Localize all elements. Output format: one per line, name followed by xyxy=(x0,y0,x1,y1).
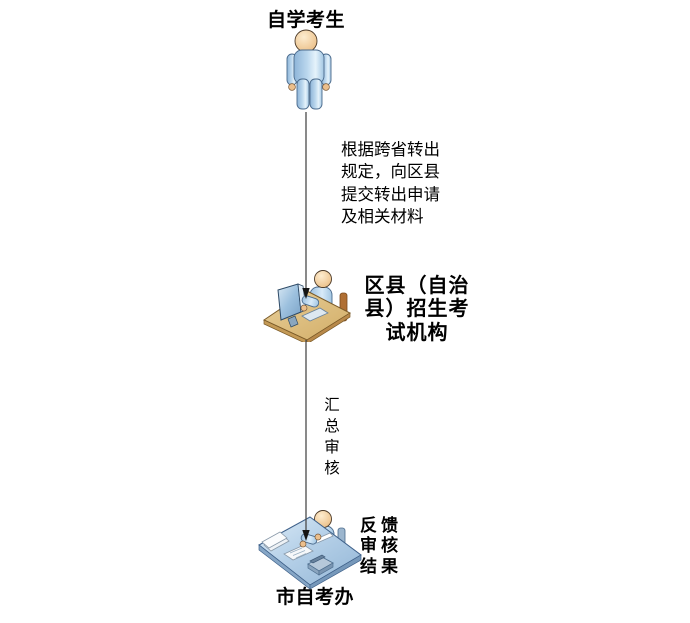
feedback-annotation: 反馈 审核 结果 xyxy=(360,516,402,577)
text-line: 总 xyxy=(324,418,340,435)
text-line: 汇 xyxy=(324,397,340,414)
monitor-stand xyxy=(287,315,299,328)
person-torso xyxy=(293,49,325,85)
keyboard-icon xyxy=(301,307,329,322)
examinee-label: 自学考生 xyxy=(267,10,346,31)
text-line: 及相关材料 xyxy=(341,206,424,226)
desk-edge xyxy=(309,554,362,590)
person-head xyxy=(314,270,332,288)
desk-edge xyxy=(306,312,351,342)
text-line: 审核 xyxy=(360,536,402,556)
person-hand xyxy=(299,540,307,548)
notepad-icon xyxy=(283,544,314,561)
text-line: 反馈 xyxy=(360,516,402,535)
text-line: 规定，向区县 xyxy=(341,162,440,182)
notepad-lines xyxy=(289,547,307,559)
text-line: 审 xyxy=(324,439,340,456)
person-hand xyxy=(322,83,330,91)
telephone-side xyxy=(318,562,334,576)
person-leg xyxy=(309,78,323,110)
standing-person-icon xyxy=(286,29,332,110)
text-line: 根据跨省转出 xyxy=(341,140,440,159)
person-hand xyxy=(288,83,296,91)
city-office-label: 市自考办 xyxy=(276,587,355,608)
desk-edge xyxy=(263,319,308,342)
district-office-label: 区县（自治 县）招生考 试机构 xyxy=(360,275,474,345)
text-line: 核 xyxy=(324,460,340,477)
person-head xyxy=(294,29,318,53)
text-line: 区县（自治 xyxy=(364,275,470,297)
text-line: 试机构 xyxy=(385,321,449,344)
person-at-service-desk-icon xyxy=(258,510,362,590)
submit-annotation: 根据跨省转出 规定，向区县 提交转出申请 及相关材料 xyxy=(341,139,440,228)
text-line: 县）招生考 xyxy=(364,298,470,321)
text-line: 提交转出申请 xyxy=(341,184,440,204)
review-annotation: 汇 总 审 核 xyxy=(321,395,343,479)
person-at-computer-desk-icon xyxy=(262,270,352,342)
text-line: 结果 xyxy=(360,556,402,576)
paper-stack-icon xyxy=(261,531,288,549)
person-hand xyxy=(314,533,322,541)
person-hand xyxy=(300,304,308,312)
person-leg xyxy=(296,78,310,110)
telephone-handset xyxy=(309,554,326,564)
